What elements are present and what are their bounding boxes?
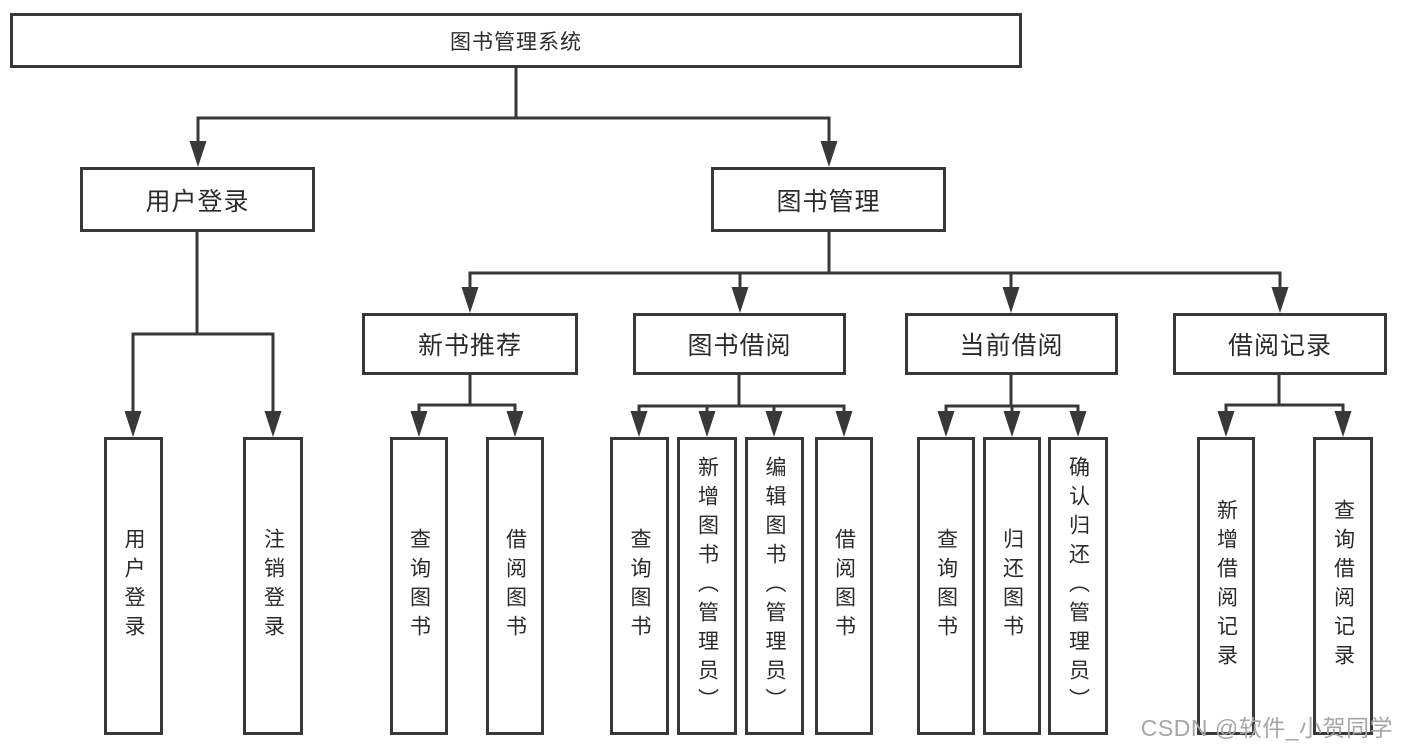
leaf-borrow-books-recommend: 借阅图书 (486, 437, 544, 735)
node-borrowing-records: 借阅记录 (1173, 313, 1387, 375)
leaf-label: 新增借阅记录 (1214, 499, 1238, 673)
leaf-label: 注销登录 (261, 528, 285, 644)
leaf-logout: 注销登录 (243, 437, 303, 735)
node-current-borrowing: 当前借阅 (905, 313, 1118, 375)
leaf-confirm-return-admin: 确认归还（管理员） (1048, 437, 1108, 735)
leaf-label: 编辑图书（管理员） (763, 455, 786, 717)
leaf-label: 查询图书 (628, 528, 651, 644)
leaf-query-books-current: 查询图书 (917, 437, 975, 735)
leaf-label: 借阅图书 (832, 528, 856, 644)
node-label: 图书管理 (776, 187, 881, 216)
node-label: 借阅记录 (1227, 332, 1332, 360)
node-book-management: 图书管理 (711, 167, 946, 232)
node-label: 图书借阅 (687, 332, 792, 360)
leaf-borrow-books: 借阅图书 (815, 437, 873, 735)
node-label: 当前借阅 (959, 332, 1064, 360)
node-user-login: 用户登录 (80, 167, 315, 232)
leaf-label: 借阅图书 (503, 528, 527, 644)
leaf-user-login: 用户登录 (104, 437, 163, 735)
leaf-label: 查询图书 (407, 528, 431, 644)
leaf-label: 用户登录 (122, 528, 145, 644)
leaf-edit-book-admin: 编辑图书（管理员） (745, 437, 804, 735)
csdn-watermark: CSDN @软件_小贺同学 (1140, 715, 1393, 741)
leaf-label: 确认归还（管理员） (1066, 455, 1090, 717)
node-new-book-recommendation: 新书推荐 (362, 313, 578, 375)
node-label: 用户登录 (145, 187, 250, 216)
leaf-return-books: 归还图书 (983, 437, 1041, 735)
leaf-query-books-recommend: 查询图书 (390, 437, 448, 735)
node-label: 新书推荐 (417, 332, 522, 360)
node-book-borrowing: 图书借阅 (633, 313, 846, 375)
node-label: 图书管理系统 (450, 30, 582, 54)
leaf-label: 查询借阅记录 (1331, 499, 1355, 673)
leaf-label: 查询图书 (934, 528, 958, 644)
leaf-query-books-borrow: 查询图书 (610, 437, 669, 735)
leaf-label: 新增图书（管理员） (695, 455, 719, 717)
leaf-label: 归还图书 (1000, 528, 1024, 644)
node-library-management-system: 图书管理系统 (10, 13, 1022, 68)
leaf-query-borrow-record: 查询借阅记录 (1313, 437, 1373, 735)
leaf-add-borrow-record: 新增借阅记录 (1197, 437, 1255, 735)
leaf-add-book-admin: 新增图书（管理员） (677, 437, 737, 735)
